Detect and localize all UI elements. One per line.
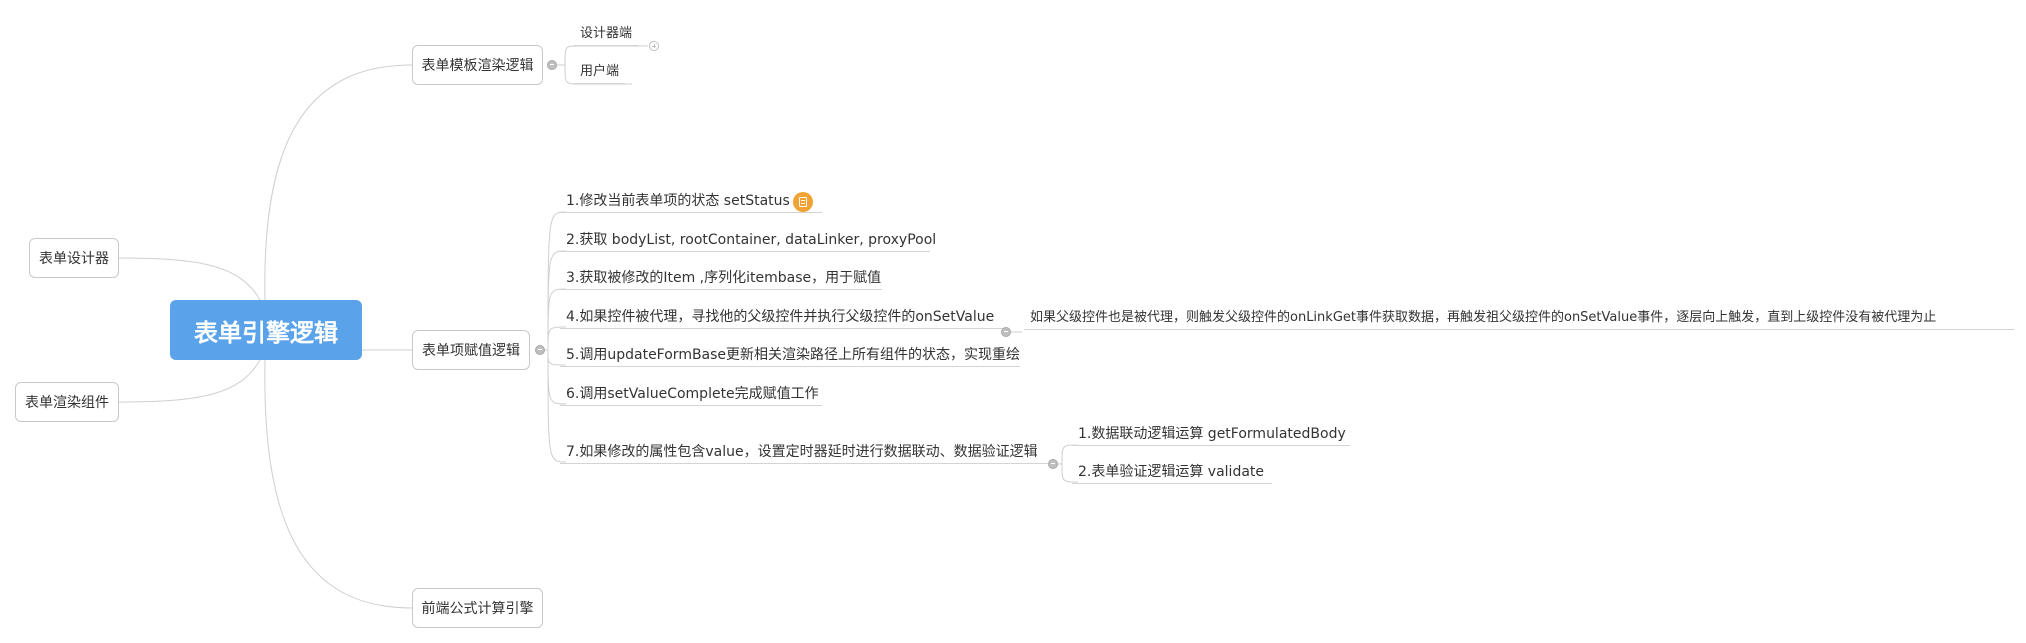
link-root-template [264, 64, 413, 301]
assignment-step-6[interactable]: 6.调用setValueComplete完成赋值工作 [560, 384, 822, 406]
link-root-designer [117, 257, 261, 301]
assignment-step-2-label: 2.获取 bodyList, rootContainer, dataLinker… [566, 232, 937, 248]
branch-form-renderer-label: 表单渲染组件 [25, 395, 109, 411]
root-label: 表单引擎逻辑 [194, 318, 338, 347]
expand-toggle-icon[interactable] [649, 41, 659, 51]
branch-formula-engine[interactable]: 前端公式计算引擎 [412, 588, 543, 628]
branch-template-render[interactable]: 表单模板渲染逻辑 [412, 45, 543, 85]
assignment-step-5[interactable]: 5.调用updateFormBase更新相关渲染路径上所有组件的状态，实现重绘 [560, 345, 1020, 367]
collapse-toggle-icon[interactable] [1048, 459, 1058, 469]
template-child-user[interactable]: 用户端 [574, 62, 626, 84]
branch-template-render-label: 表单模板渲染逻辑 [421, 58, 534, 74]
assignment-step-4-label: 4.如果控件被代理，寻找他的父级控件并执行父级控件的onSetValue [566, 309, 995, 325]
step7-child-linkage-label: 1.数据联动逻辑运算 getFormulatedBody [1078, 426, 1346, 442]
template-child-designer-label: 设计器端 [580, 26, 633, 41]
assignment-step-1-label: 1.修改当前表单项的状态 setStatus [566, 193, 790, 209]
assignment-step-1[interactable]: 1.修改当前表单项的状态 setStatus [560, 191, 822, 213]
branch-form-renderer[interactable]: 表单渲染组件 [15, 382, 119, 422]
branch-assignment-label: 表单项赋值逻辑 [422, 343, 520, 359]
assignment-step-3[interactable]: 3.获取被修改的Item ,序列化itembase，用于赋值 [560, 268, 882, 290]
assignment-step-5-label: 5.调用updateFormBase更新相关渲染路径上所有组件的状态，实现重绘 [566, 347, 1021, 363]
assignment-step-4[interactable]: 4.如果控件被代理，寻找他的父级控件并执行父级控件的onSetValue [560, 307, 1006, 329]
collapse-toggle-icon[interactable] [547, 60, 557, 70]
assignment-step-4-detail[interactable]: 如果父级控件也是被代理，则触发父级控件的onLinkGet事件获取数据，再触发祖… [1024, 308, 2014, 330]
assignment-step-3-label: 3.获取被修改的Item ,序列化itembase，用于赋值 [566, 270, 882, 286]
template-child-designer[interactable]: 设计器端 [574, 24, 639, 46]
link-root-formula [264, 359, 413, 609]
collapse-toggle-icon[interactable] [535, 345, 545, 355]
assignment-step-7-label: 7.如果修改的属性包含value，设置定时器延时进行数据联动、数据验证逻辑 [566, 444, 1038, 460]
assignment-step-6-label: 6.调用setValueComplete完成赋值工作 [566, 386, 819, 402]
assignment-step-7[interactable]: 7.如果修改的属性包含value，设置定时器延时进行数据联动、数据验证逻辑 [560, 442, 1048, 464]
template-child-user-label: 用户端 [580, 64, 620, 79]
root-node[interactable]: 表单引擎逻辑 [170, 300, 362, 360]
note-icon[interactable] [793, 192, 813, 212]
assignment-step-4-detail-label: 如果父级控件也是被代理，则触发父级控件的onLinkGet事件获取数据，再触发祖… [1030, 310, 1937, 325]
branch-formula-engine-label: 前端公式计算引擎 [421, 601, 534, 617]
step7-child-linkage[interactable]: 1.数据联动逻辑运算 getFormulatedBody [1072, 424, 1350, 446]
branch-form-designer-label: 表单设计器 [39, 251, 109, 267]
step7-child-validate[interactable]: 2.表单验证逻辑运算 validate [1072, 462, 1272, 484]
assignment-step-2[interactable]: 2.获取 bodyList, rootContainer, dataLinker… [560, 230, 936, 252]
link-root-renderer [117, 359, 261, 403]
branch-form-designer[interactable]: 表单设计器 [29, 238, 119, 278]
step7-child-validate-label: 2.表单验证逻辑运算 validate [1078, 464, 1265, 480]
collapse-toggle-icon[interactable] [1001, 327, 1011, 337]
branch-assignment[interactable]: 表单项赋值逻辑 [412, 330, 530, 370]
